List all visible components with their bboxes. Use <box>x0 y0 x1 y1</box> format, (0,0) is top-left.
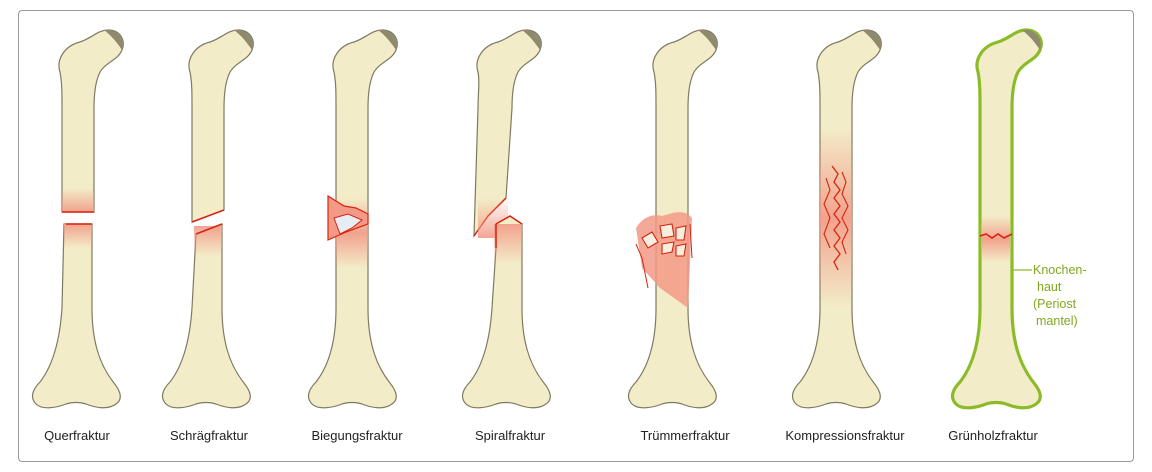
periosteum-label-line1: Knochen- <box>1033 262 1087 278</box>
label-schraegfraktur: Schrägfraktur <box>170 428 248 443</box>
bone-spiralfraktur <box>463 30 551 408</box>
bone-kompressionsfraktur <box>793 30 882 408</box>
label-biegungsfraktur: Biegungsfraktur <box>311 428 402 443</box>
bone-gruenholzfraktur <box>953 30 1042 408</box>
label-truemmerfraktur: Trümmerfraktur <box>640 428 729 443</box>
bone-biegungsfraktur <box>309 30 398 408</box>
label-kompressionsfraktur: Kompressionsfraktur <box>785 428 904 443</box>
bone-schraegfraktur <box>163 30 254 408</box>
bone-truemmerfraktur <box>629 30 718 408</box>
label-gruenholzfraktur: Grünholzfraktur <box>948 428 1038 443</box>
periosteum-label-line3: (Periost <box>1033 296 1076 312</box>
label-spiralfraktur: Spiralfraktur <box>475 428 545 443</box>
bone-querfraktur <box>33 30 124 408</box>
periosteum-label-line4: mantel) <box>1036 313 1078 329</box>
periosteum-label-line2: haut <box>1037 279 1061 295</box>
label-querfraktur: Querfraktur <box>44 428 110 443</box>
